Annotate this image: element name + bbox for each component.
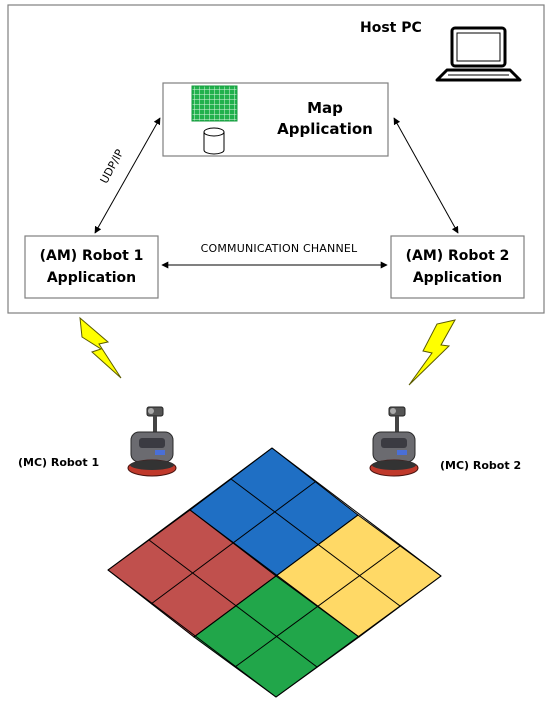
robot1-application-title: (AM) Robot 1 <box>39 248 144 264</box>
laptop-icon <box>435 26 522 82</box>
map-application-title: Map <box>307 99 343 117</box>
lightning-icon <box>79 316 122 379</box>
robot1-application-subtitle: Application <box>46 270 137 286</box>
robot1-label: (MC) Robot 1 <box>18 456 100 469</box>
map-application-subtitle: Application <box>277 120 373 138</box>
floor-grid <box>107 447 442 698</box>
robot-icon <box>369 406 419 477</box>
robot1-application-box <box>24 235 159 299</box>
lightning-icon <box>408 319 456 386</box>
communication-channel-label: COMMUNICATION CHANNEL <box>200 242 358 255</box>
udp-link-arrow <box>94 117 161 234</box>
robot2-application-title: (AM) Robot 2 <box>405 248 510 264</box>
database-icon <box>203 127 225 155</box>
host-pc-label: Host PC <box>360 20 422 36</box>
robot2-application-subtitle: Application <box>412 270 503 286</box>
robot-icon <box>127 406 177 477</box>
map-robot2-link-arrow <box>393 117 459 234</box>
robot2-application-box <box>390 235 525 299</box>
robot2-label: (MC) Robot 2 <box>440 459 522 472</box>
grid-lines <box>107 447 442 698</box>
grid-map-icon <box>191 85 238 122</box>
